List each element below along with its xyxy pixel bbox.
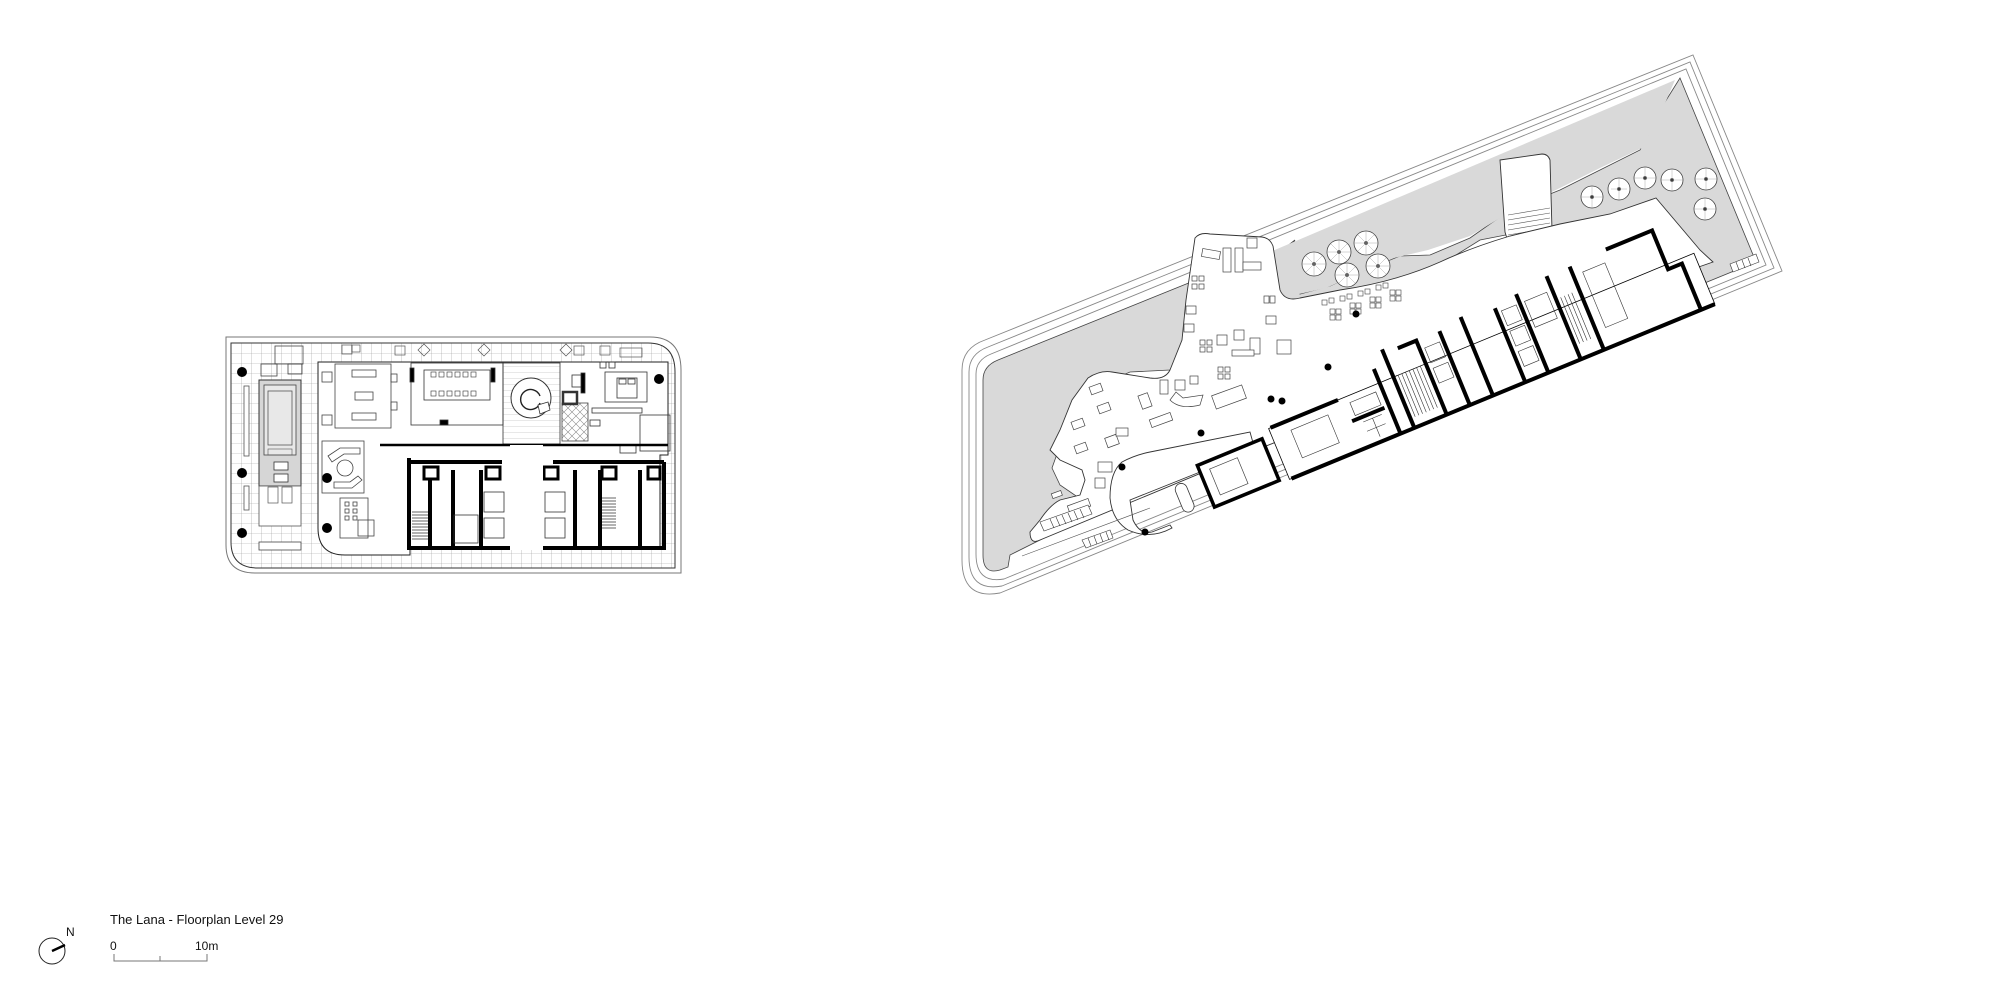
right-plan-outline (961, 54, 1783, 595)
pool (258, 379, 302, 551)
lounge-furniture (260, 345, 398, 539)
meeting-room (409, 362, 504, 426)
stairs (412, 497, 616, 540)
terrace-stair-block (1499, 153, 1553, 243)
right-core (1174, 227, 1716, 513)
elevators (453, 491, 566, 544)
exterior-stairs (1039, 253, 1760, 549)
bedroom (561, 361, 671, 454)
outdoor-seating (1321, 282, 1402, 321)
right-lounge-furniture (1050, 237, 1292, 514)
columns (237, 367, 664, 538)
spiral-stair (502, 362, 561, 445)
